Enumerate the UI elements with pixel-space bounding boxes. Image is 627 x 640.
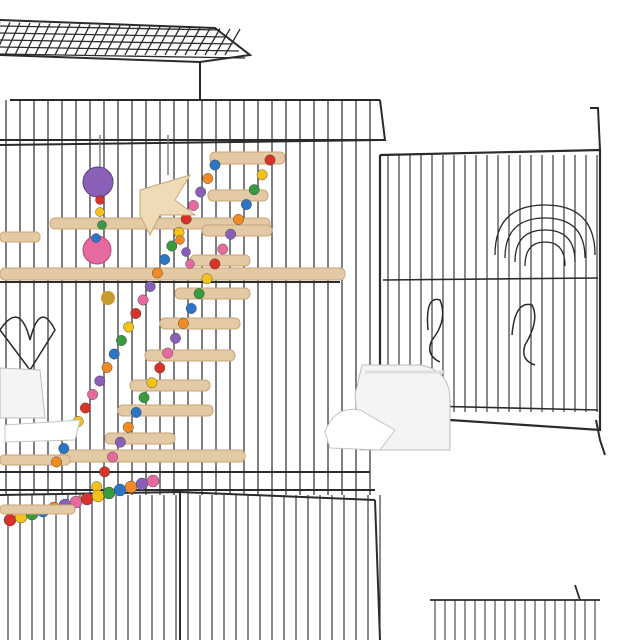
cage-door-open <box>378 107 606 456</box>
bead-chain-toy <box>0 474 160 527</box>
white-feeder-door <box>324 364 451 451</box>
cage-lower-section <box>0 490 600 640</box>
white-feeder-left <box>0 367 81 443</box>
cage-body-bars <box>0 100 380 495</box>
door-arch-ornament <box>494 204 596 267</box>
wooden-ladder <box>51 154 276 493</box>
cage-roof <box>0 19 387 146</box>
hanging-toys <box>82 135 197 305</box>
